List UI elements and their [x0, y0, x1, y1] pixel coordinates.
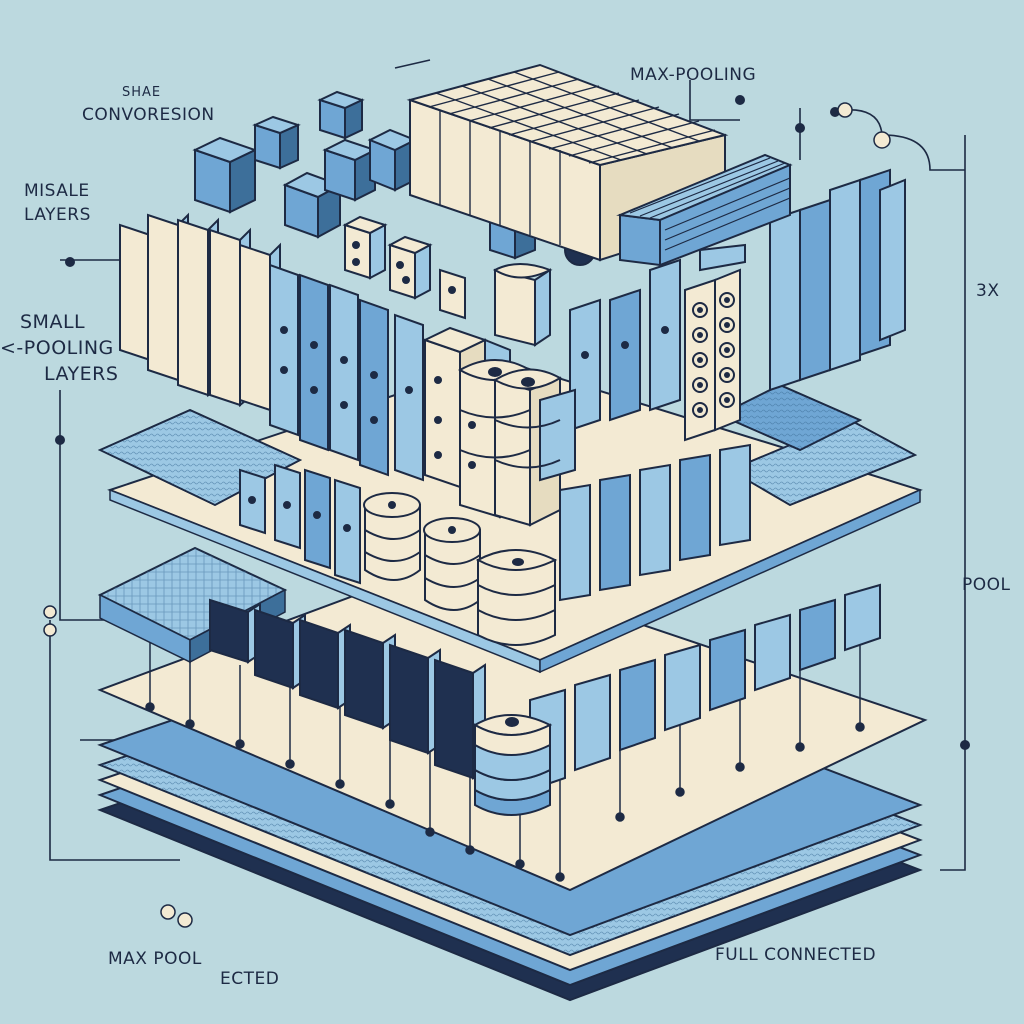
- top-small-cubes: [192, 90, 596, 266]
- center-cube-cluster: [422, 326, 576, 527]
- layers-label-2: LAYERS: [44, 363, 119, 385]
- small-label: SMALL: [20, 311, 86, 333]
- dice-blocks: [342, 215, 553, 347]
- pool-right-label: POOL: [962, 575, 1011, 595]
- right-grooved-slab: [616, 153, 793, 267]
- middle-cylinders: [363, 492, 558, 646]
- shape-label: SHAE: [122, 85, 162, 100]
- bottom-stack-cube: [472, 714, 553, 816]
- annotation-dots: [43, 95, 970, 928]
- ected-label: ECTED: [220, 969, 280, 989]
- ring-filters: [684, 243, 746, 442]
- upper-left-filters: [119, 212, 281, 413]
- lower-blue-filters: [529, 583, 881, 792]
- layers-label-1: LAYERS: [24, 205, 91, 225]
- middle-filter-bank: [239, 443, 751, 602]
- three-x-label: 3X: [976, 281, 1000, 301]
- max-pooling-top-label: MAX-POOLING: [630, 65, 757, 85]
- pooling-label: <-POOLING: [0, 337, 114, 359]
- max-pool-bottom-label: MAX POOL: [108, 949, 202, 969]
- conversion-label: CONVORESION: [82, 105, 215, 125]
- full-connected-label: FULL CONNECTED: [715, 945, 877, 965]
- misale-label: MISALE: [24, 181, 90, 201]
